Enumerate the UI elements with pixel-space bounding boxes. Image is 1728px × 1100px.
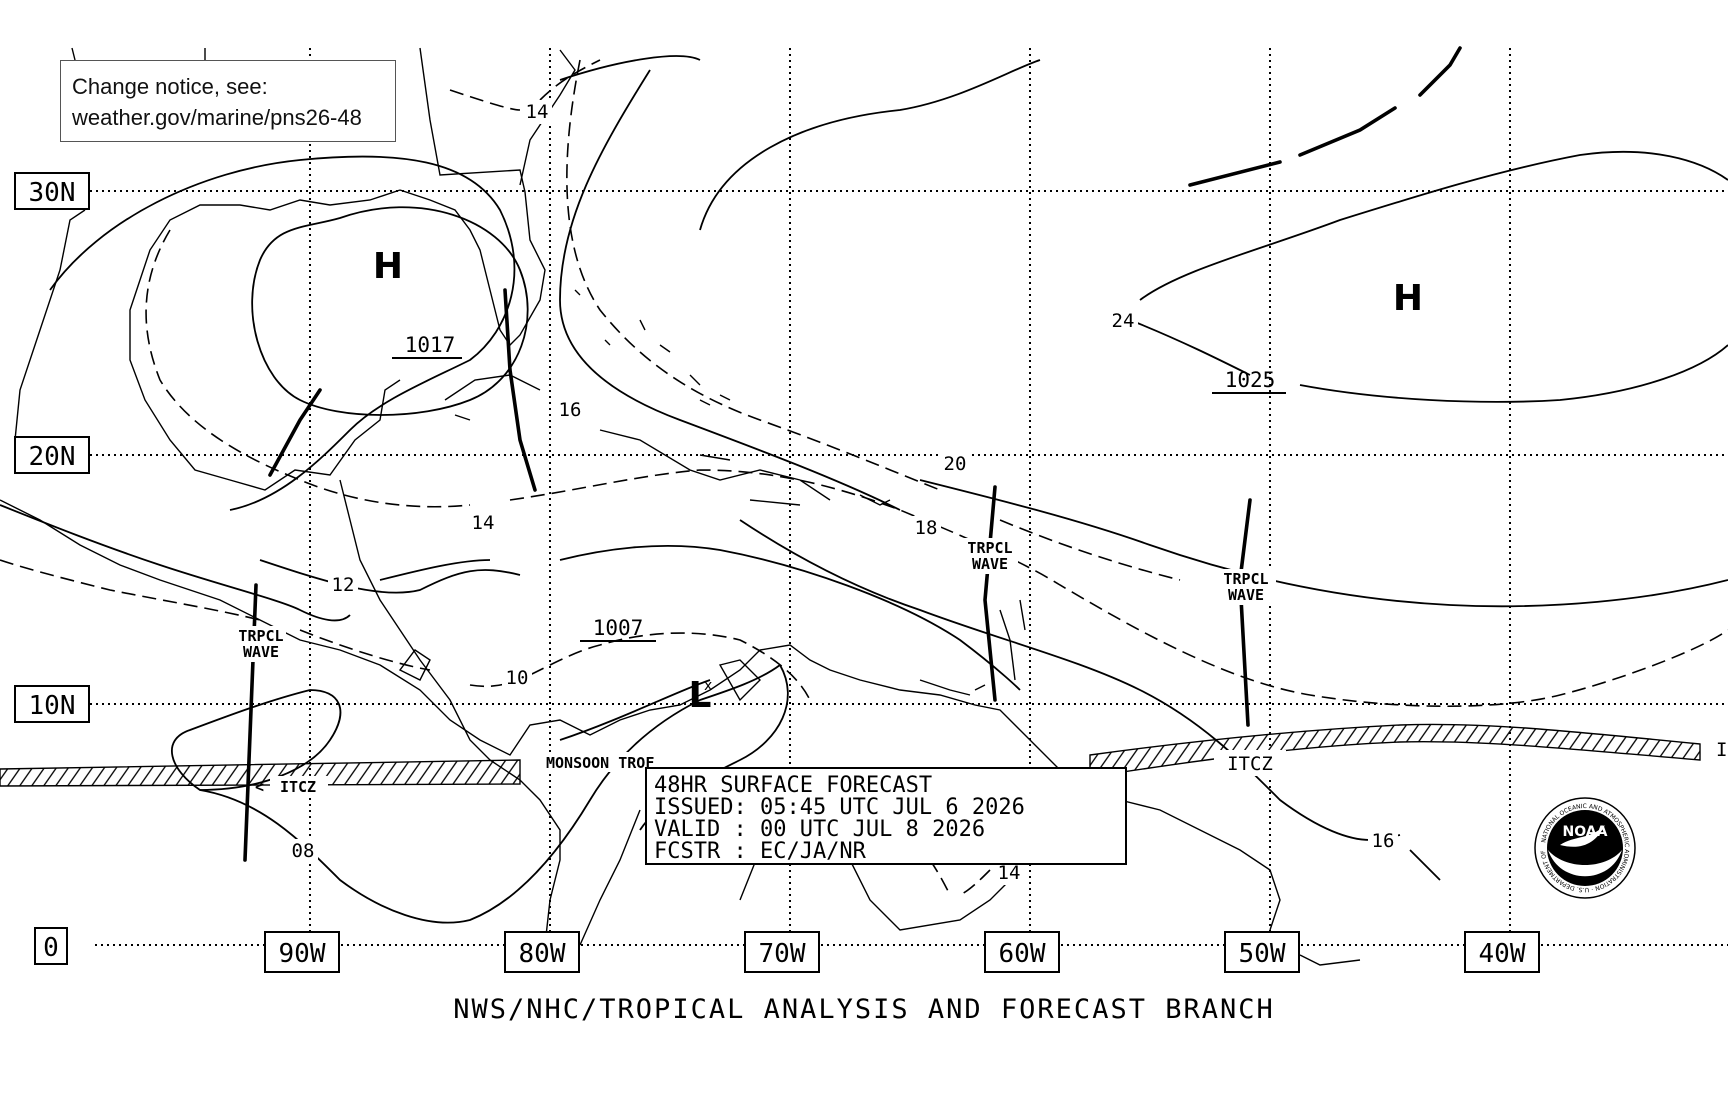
noaa-logo-text: NOAA: [1563, 824, 1608, 840]
pressure-centers: H 1017 H 1025 L x 1007: [373, 246, 1423, 716]
isobar-label: 20: [944, 453, 967, 475]
lon-label-70w: 70W: [759, 939, 806, 969]
lat-label-20n: 20N: [29, 442, 76, 472]
tropical-wave-label: WAVE: [1228, 586, 1264, 604]
isobar-label: 24: [1112, 310, 1135, 332]
lat-lon-grid: [90, 48, 1728, 946]
corner-zero-label: 0: [43, 933, 59, 963]
isobar-labels: 14 16 20 18 14 12 10 08 14 16 24: [288, 100, 1398, 885]
change-notice-link[interactable]: weather.gov/marine/pns26-48: [72, 105, 362, 130]
isobar-label: 16: [1372, 830, 1395, 852]
isobar-label: 16: [559, 399, 582, 421]
high-pressure-symbol-gulf: H: [373, 246, 403, 287]
lon-label-60w: 60W: [999, 939, 1046, 969]
forecast-forecaster: FCSTR : EC/JA/NR: [654, 839, 867, 864]
isobar-label: 12: [332, 574, 355, 596]
high-pressure-value-gulf: 1017: [405, 333, 456, 357]
isobar-label: 14: [472, 512, 495, 534]
itcz-label-east: ITCZ: [1227, 753, 1273, 775]
isobar-label: 14: [998, 862, 1021, 884]
itcz-label-west-text: ITCZ: [280, 778, 316, 796]
lat-label-10n: 10N: [29, 691, 76, 721]
latitude-labels: 30N 20N 10N 0: [14, 172, 90, 965]
lon-label-40w: 40W: [1479, 939, 1526, 969]
monsoon-trough-label: MONSOON TROF: [546, 754, 654, 772]
itcz-label-edge: I: [1716, 739, 1727, 761]
tropical-wave-label: WAVE: [972, 555, 1008, 573]
isobars-dashed: [0, 59, 1728, 896]
tropical-wave-label: TRPCL: [238, 627, 283, 645]
high-pressure-value-atlantic: 1025: [1225, 368, 1276, 392]
low-pressure-value: 1007: [593, 616, 644, 640]
itcz-label-west: <: [255, 778, 264, 796]
high-pressure-symbol-atlantic: H: [1393, 278, 1423, 319]
lat-label-30n: 30N: [29, 178, 76, 208]
lon-label-50w: 50W: [1239, 939, 1286, 969]
low-center-mark: x: [704, 678, 712, 694]
isobar-label: 10: [506, 667, 529, 689]
forecast-title: 48HR SURFACE FORECAST: [654, 773, 932, 798]
isobar-label: 18: [915, 517, 938, 539]
forecast-valid: VALID : 00 UTC JUL 8 2026: [654, 817, 985, 842]
forecast-issued: ISSUED: 05:45 UTC JUL 6 2026: [654, 795, 1025, 820]
isobar-label: 08: [292, 840, 315, 862]
low-pressure-symbol: L: [689, 675, 712, 716]
itcz-labels: < ITCZ ITCZ I MONSOON TROF: [255, 739, 1727, 796]
lon-label-90w: 90W: [279, 939, 326, 969]
tropical-wave-labels: TRPCL WAVE TRPCL WAVE TRPCL WAVE: [228, 538, 1276, 662]
isobar-label: 14: [526, 101, 549, 123]
change-notice-line1: Change notice, see:: [72, 74, 268, 99]
tropical-wave-label: TRPCL: [1223, 570, 1268, 588]
footer-branch-text: NWS/NHC/TROPICAL ANALYSIS AND FORECAST B…: [453, 994, 1275, 1025]
change-notice-box: Change notice, see: weather.gov/marine/p…: [60, 60, 396, 142]
longitude-labels: 90W 80W 70W 60W 50W 40W: [264, 931, 1540, 973]
lon-label-80w: 80W: [519, 939, 566, 969]
forecast-info-box: 48HR SURFACE FORECAST ISSUED: 05:45 UTC …: [645, 767, 1127, 865]
itcz-band-east: [1089, 723, 1701, 778]
tropical-wave-label: WAVE: [243, 643, 279, 661]
itcz-band-west: [0, 759, 521, 787]
tropical-wave-label: TRPCL: [967, 539, 1012, 557]
